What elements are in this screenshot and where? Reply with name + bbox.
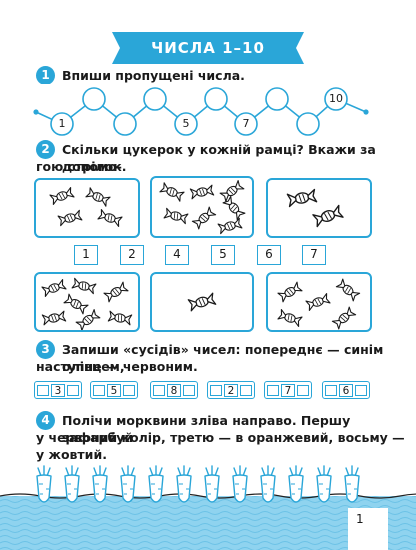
task-4-line-1: Полічи морквини зліва направо. Першу заф… <box>62 413 351 445</box>
neighbor-after-input[interactable] <box>183 384 195 396</box>
task-3-line-1: Запиши «сусідів» чисел: попереднє — сині… <box>62 342 384 374</box>
page-title: ЧИСЛА 1–10 <box>151 39 265 57</box>
task-2-number: 2 <box>36 140 55 159</box>
neighbor-after-input[interactable] <box>297 384 309 396</box>
neighbor-group-1[interactable]: 3 <box>34 381 82 399</box>
neighbor-number: 8 <box>167 383 181 397</box>
neighbor-number: 2 <box>224 383 238 397</box>
candy-frame-top-1[interactable] <box>34 178 140 238</box>
candy-frame-bottom-1[interactable] <box>34 272 140 332</box>
task-1-text: Впиши пропущені числа. <box>62 68 245 83</box>
neighbor-before-input[interactable] <box>267 384 279 396</box>
neighbor-group-2[interactable]: 5 <box>90 381 138 399</box>
candy-frame-bottom-3[interactable] <box>266 272 372 332</box>
chain-value-7[interactable]: 7 <box>242 117 250 130</box>
wrapped-candy-icon <box>159 180 246 235</box>
neighbor-group-5[interactable]: 7 <box>264 381 312 399</box>
neighbor-after-input[interactable] <box>123 384 135 396</box>
task-2-line-1: Скільки цукерок у кожній рамці? Вкажи за… <box>62 142 376 174</box>
task-2-line-2: гою стрілок. <box>36 159 127 174</box>
count-box-5[interactable]: 6 <box>257 245 281 265</box>
banner-ribbon-shape <box>112 32 304 64</box>
neighbor-number: 7 <box>281 383 295 397</box>
chain-value-5[interactable]: 5 <box>182 117 190 130</box>
neighbor-before-input[interactable] <box>37 384 49 396</box>
task-1-number: 1 <box>36 66 55 85</box>
task-4-line-2: у червоний колір, третю — в оранжевий, в… <box>36 430 405 445</box>
task-3-number: 3 <box>36 340 55 359</box>
task-3-line-2: наступне — червоним. <box>36 359 198 374</box>
wrapped-candy-icon <box>286 188 344 228</box>
wrapped-candy-icon <box>49 186 123 228</box>
neighbor-after-input[interactable] <box>240 384 252 396</box>
neighbor-group-6[interactable]: 6 <box>322 381 370 399</box>
task-4-line-3: у жовтий. <box>36 447 107 462</box>
neighbor-before-input[interactable] <box>325 384 337 396</box>
wrapped-candy-icon <box>41 277 133 331</box>
count-box-4[interactable]: 5 <box>211 245 235 265</box>
count-box-1[interactable]: 1 <box>74 245 98 265</box>
carrot-garden <box>0 465 416 550</box>
title-banner: ЧИСЛА 1–10 <box>112 32 304 64</box>
task-4-number: 4 <box>36 411 55 430</box>
candy-frame-top-3[interactable] <box>266 178 372 238</box>
count-box-6[interactable]: 7 <box>302 245 326 265</box>
wrapped-candy-icon <box>277 278 361 330</box>
candy-frame-top-2[interactable] <box>150 176 254 238</box>
chain-value-1[interactable]: 1 <box>58 117 66 130</box>
neighbor-number: 3 <box>51 383 65 397</box>
page-number: 1 <box>356 512 364 526</box>
count-box-3[interactable]: 4 <box>165 245 189 265</box>
chain-value-10[interactable]: 10 <box>329 92 343 105</box>
wrapped-candy-icon <box>187 292 217 312</box>
neighbor-after-input[interactable] <box>67 384 79 396</box>
candy-frame-bottom-2[interactable] <box>150 272 254 332</box>
neighbor-group-4[interactable]: 2 <box>207 381 255 399</box>
neighbor-before-input[interactable] <box>153 384 165 396</box>
number-chain-circles <box>30 84 390 138</box>
neighbor-number: 6 <box>339 383 353 397</box>
neighbor-number: 5 <box>107 383 121 397</box>
neighbor-before-input[interactable] <box>210 384 222 396</box>
count-box-2[interactable]: 2 <box>120 245 144 265</box>
neighbor-before-input[interactable] <box>93 384 105 396</box>
neighbor-after-input[interactable] <box>355 384 367 396</box>
neighbor-group-3[interactable]: 8 <box>150 381 198 399</box>
